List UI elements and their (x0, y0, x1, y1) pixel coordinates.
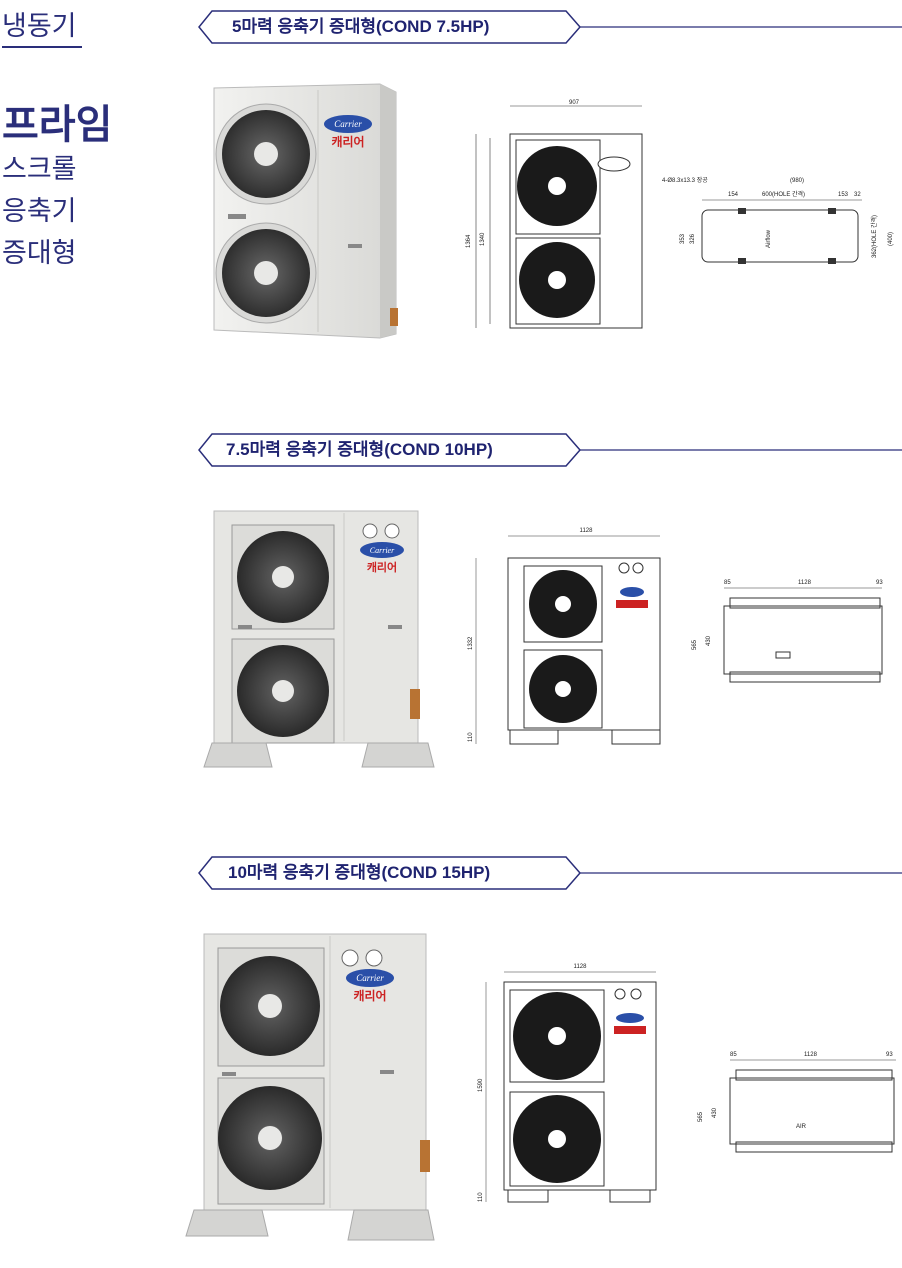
section-header-2: 7.5마력 응축기 증대형(COND 10HP) (198, 433, 902, 467)
condenser-photo-2: Carrier 캐리어 (203, 510, 435, 768)
dim-base: 110 (478, 1192, 484, 1202)
dim-d4: (400) (888, 232, 894, 246)
dim-base: 110 (468, 732, 474, 742)
dim-width: 1128 (580, 528, 594, 534)
dim-r2: 32 (854, 192, 861, 198)
air-label: AIR (796, 1124, 807, 1130)
section-title-2: 7.5마력 응축기 증대형(COND 10HP) (226, 440, 493, 459)
front-drawing-2: 1128 1332 110 (468, 528, 661, 745)
category-underline (2, 46, 82, 48)
product-line-1: 스크롤 (2, 154, 77, 185)
dim-width: 907 (569, 100, 580, 106)
brand-logo: Carrier (356, 973, 384, 983)
dim-d1: 565 (698, 1111, 704, 1122)
dim-d1: 353 (680, 233, 686, 244)
dim-width: 1128 (574, 964, 588, 970)
brand-logo-kr: 캐리어 (367, 560, 397, 574)
condenser-photo-3: Carrier 캐리어 (185, 933, 435, 1241)
dim-mid: 1128 (804, 1052, 818, 1058)
dim-left: 85 (724, 580, 731, 586)
front-drawing-3: 1128 1590 110 (478, 964, 657, 1203)
dim-height-1: 1364 (466, 234, 472, 248)
dim-bolt: 4-Ø8.3x13.3 장공 (662, 176, 708, 184)
dim-height-2: 1340 (480, 232, 486, 246)
category-label: 냉동기 (2, 11, 77, 42)
header-tag-shape (198, 433, 902, 467)
dim-d2: 326 (690, 233, 696, 244)
dim-left: 85 (730, 1052, 737, 1058)
dim-d3: 362(HOLE 간격) (870, 215, 878, 258)
front-drawing-1: 907 1364 1340 (466, 100, 643, 329)
dim-height: 1590 (478, 1078, 484, 1092)
dim-hole: 600(HOLE 간격) (762, 190, 805, 198)
header-tag-shape (198, 856, 902, 890)
plan-drawing-1: 4-Ø8.3x13.3 장공 (980) 154 600(HOLE 간격) 15… (662, 176, 894, 264)
plan-drawing-2: 85 1128 93 565 430 (692, 580, 883, 683)
section-header-1: 5마력 응축기 증대형(COND 7.5HP) (198, 10, 902, 44)
dim-r1: 153 (838, 192, 849, 198)
airflow-label: Airflow (766, 229, 772, 248)
brand-logo: Carrier (334, 119, 362, 129)
product-line-2: 응축기 (2, 196, 77, 227)
header-tag-shape (198, 10, 902, 44)
product-line-3: 증대형 (2, 238, 77, 269)
condenser-photo-1: Carrier 캐리어 (213, 83, 398, 339)
dim-left: 154 (728, 192, 739, 198)
section-title-3: 10마력 응축기 증대형(COND 15HP) (228, 863, 491, 882)
section-header-3: 10마력 응축기 증대형(COND 15HP) (198, 856, 902, 890)
dim-d2: 430 (706, 635, 712, 646)
dim-d2: 430 (712, 1107, 718, 1118)
dim-d1: 565 (692, 639, 698, 650)
brand-logo-kr: 캐리어 (353, 988, 386, 1003)
dim-right: 93 (876, 580, 883, 586)
brand-logo: Carrier (370, 546, 395, 555)
brand-logo-kr: 캐리어 (331, 134, 364, 149)
dim-total: (980) (790, 178, 804, 184)
section-title-1: 5마력 응축기 증대형(COND 7.5HP) (232, 17, 490, 36)
product-name: 프라임 (2, 102, 113, 148)
dim-height: 1332 (468, 636, 474, 650)
dim-mid: 1128 (798, 580, 812, 586)
dim-right: 93 (886, 1052, 893, 1058)
plan-drawing-3: 85 1128 93 AIR 565 430 (698, 1052, 896, 1153)
